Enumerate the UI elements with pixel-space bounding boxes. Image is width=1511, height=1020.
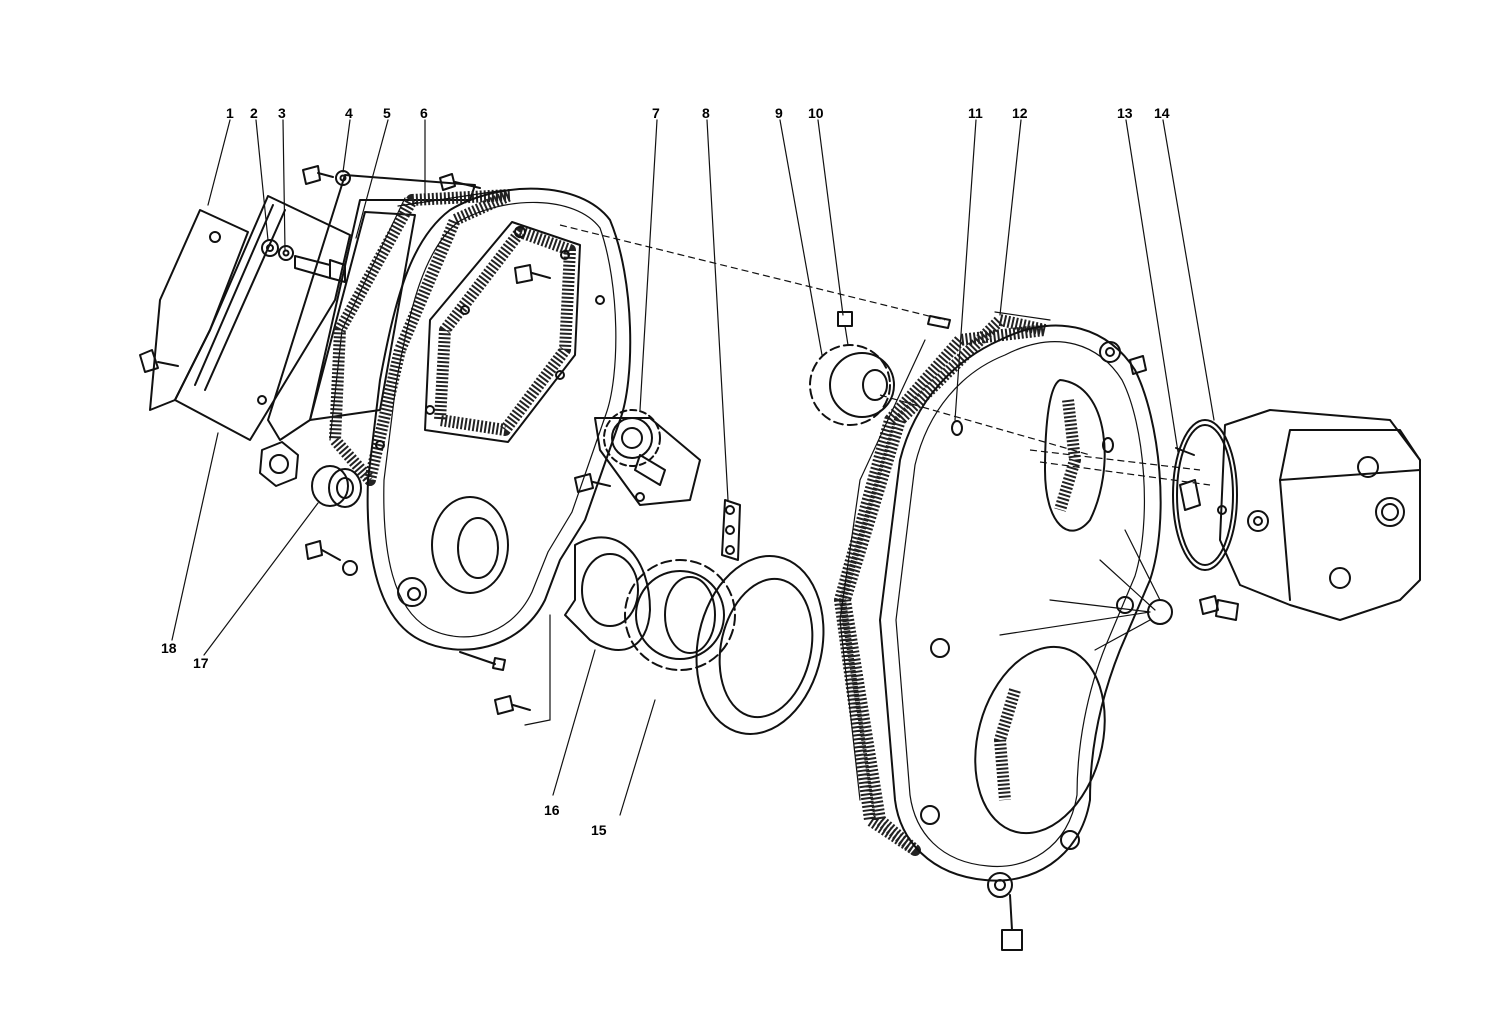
- screw-washer-4: [302, 165, 351, 186]
- callout-18: 18: [161, 640, 177, 656]
- crank-sprocket: [624, 559, 736, 671]
- oil-pump: [927, 315, 1421, 621]
- callout-labels: 1 2 3 4 5 6 7 8 9 10 11 12 13 14 15 16 1…: [161, 105, 1170, 838]
- callout-8: 8: [702, 105, 710, 121]
- thrust-plate: [494, 536, 651, 726]
- washers-and-bolt: [261, 239, 346, 283]
- callout-2: 2: [250, 105, 258, 121]
- oil-seal: [695, 555, 825, 735]
- callout-1: 1: [226, 105, 234, 121]
- timing-cover-front: [366, 173, 632, 671]
- callout-6: 6: [420, 105, 428, 121]
- callout-14: 14: [1154, 105, 1170, 121]
- cam-sprocket: [809, 311, 895, 426]
- callout-11: 11: [968, 105, 983, 121]
- bracket-plate: [139, 195, 351, 441]
- tensioner-sprocket: [594, 409, 701, 506]
- callout-5: 5: [383, 105, 391, 121]
- callout-10: 10: [808, 105, 824, 121]
- callout-13: 13: [1117, 105, 1133, 121]
- rear-gasket: [834, 311, 1051, 856]
- gasket-6: [329, 189, 516, 486]
- callout-15: 15: [591, 822, 607, 838]
- callout-4: 4: [345, 105, 353, 121]
- callout-16: 16: [544, 802, 560, 818]
- alignment-lines: [559, 224, 1211, 486]
- leader-lines: [171, 119, 1215, 816]
- callout-12: 12: [1012, 105, 1028, 121]
- callout-9: 9: [775, 105, 783, 121]
- callout-7: 7: [652, 105, 660, 121]
- rear-housing: [879, 324, 1173, 951]
- callout-3: 3: [278, 105, 286, 121]
- callout-17: 17: [193, 655, 209, 671]
- nut-and-bearing: [259, 441, 362, 576]
- chain-link: [721, 499, 741, 561]
